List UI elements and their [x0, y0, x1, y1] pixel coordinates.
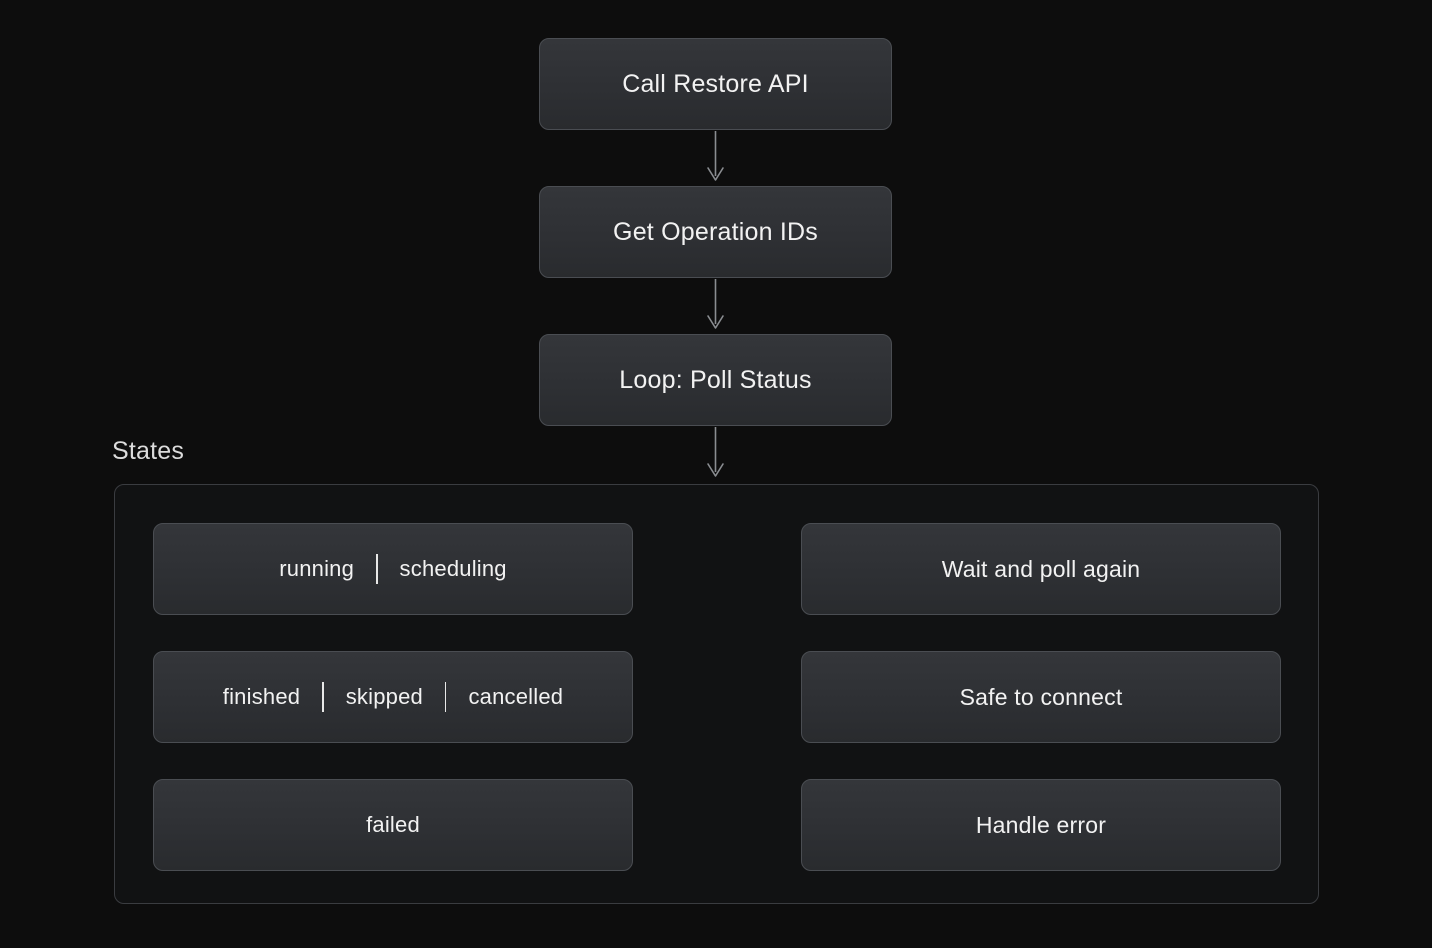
node-call-restore-api[interactable]: Call Restore API — [539, 38, 892, 130]
node-loop-poll-status-label: Loop: Poll Status — [619, 365, 812, 394]
state-separator-icon — [444, 682, 447, 712]
node-state-failed[interactable]: failed — [153, 779, 633, 871]
node-get-operation-ids-label: Get Operation IDs — [613, 217, 818, 246]
state-row: running scheduling Wait and poll again — [115, 523, 1318, 615]
subgraph-title-states: States — [112, 437, 185, 465]
state-token: cancelled — [468, 684, 564, 709]
arrow-loop-poll-status-to-states — [707, 427, 724, 477]
state-row: finished skipped cancelled Safe to conne… — [115, 651, 1318, 743]
state-token-group: finished skipped cancelled — [201, 682, 585, 712]
node-action-handle-error[interactable]: Handle error — [801, 779, 1281, 871]
node-action-safe-to-connect[interactable]: Safe to connect — [801, 651, 1281, 743]
state-token-group: failed — [344, 812, 442, 838]
node-action-wait-and-poll-again[interactable]: Wait and poll again — [801, 523, 1281, 615]
state-token: failed — [366, 812, 420, 837]
node-state-finished-skipped-cancelled[interactable]: finished skipped cancelled — [153, 651, 633, 743]
state-token: skipped — [345, 684, 423, 709]
node-loop-poll-status[interactable]: Loop: Poll Status — [539, 334, 892, 426]
state-token-group: running scheduling — [257, 554, 528, 584]
subgraph-states: running scheduling Wait and poll again f… — [114, 484, 1319, 904]
state-token: scheduling — [399, 556, 507, 581]
node-get-operation-ids[interactable]: Get Operation IDs — [539, 186, 892, 278]
state-token: finished — [222, 684, 301, 709]
state-separator-icon — [376, 554, 378, 584]
state-row: failed Handle error — [115, 779, 1318, 871]
arrow-call-restore-to-get-operation-ids — [707, 131, 724, 181]
node-call-restore-api-label: Call Restore API — [622, 69, 809, 98]
action-label: Safe to connect — [959, 683, 1123, 710]
action-label: Wait and poll again — [941, 555, 1141, 582]
state-token: running — [279, 556, 355, 581]
node-state-running-scheduling[interactable]: running scheduling — [153, 523, 633, 615]
arrow-get-operation-ids-to-loop-poll-status — [707, 279, 724, 329]
action-label: Handle error — [975, 811, 1107, 838]
state-separator-icon — [322, 682, 324, 712]
